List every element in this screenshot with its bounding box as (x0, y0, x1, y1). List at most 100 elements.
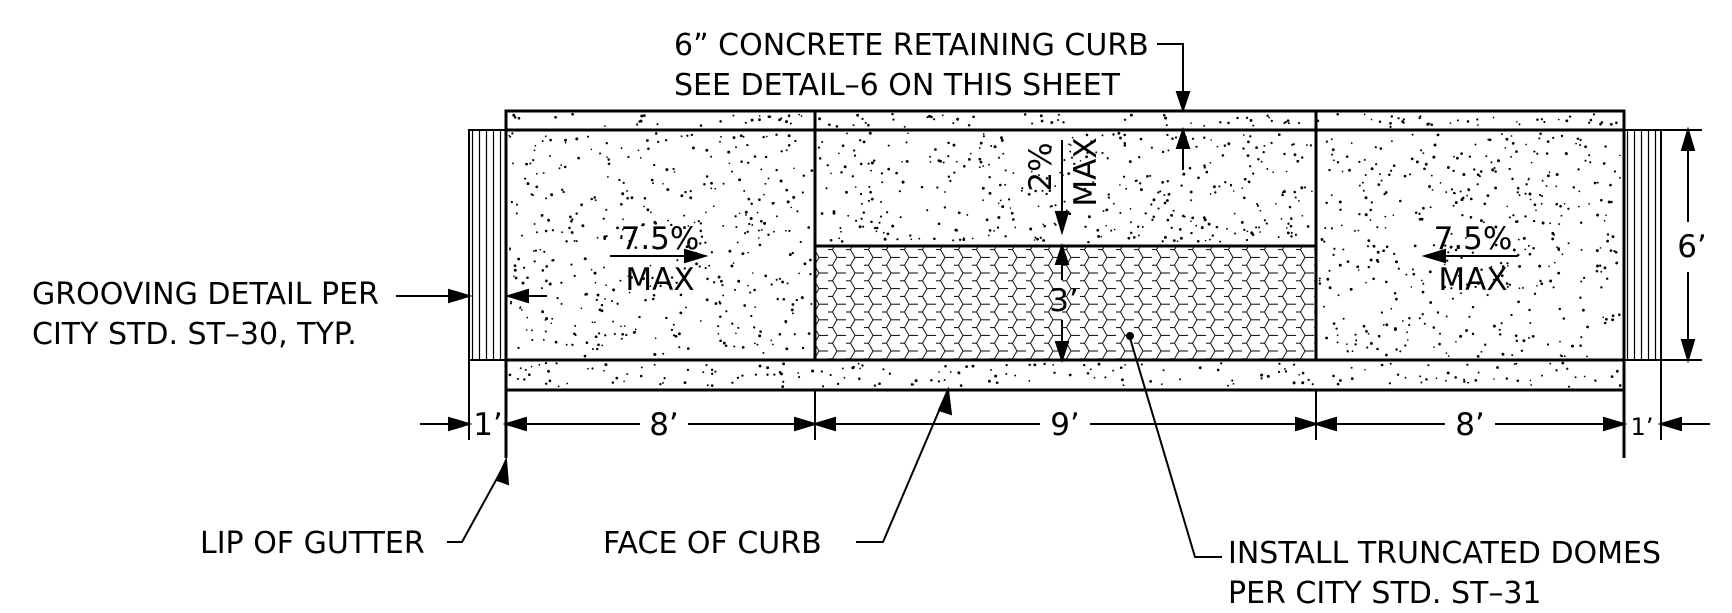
stipple-dot (690, 133, 694, 137)
stipple-dot (1249, 118, 1253, 122)
stipple-dot (1086, 372, 1090, 375)
stipple-dot (545, 317, 549, 320)
stipple-dot (686, 347, 690, 350)
stipple-dot (621, 192, 625, 196)
stipple-dot (1455, 340, 1457, 343)
stipple-dot (952, 143, 956, 147)
stipple-dot (1438, 342, 1441, 346)
stipple-dot (606, 156, 608, 158)
stipple-dot (1092, 181, 1095, 183)
stipple-dot (978, 157, 982, 161)
stipple-dot (573, 274, 576, 278)
stipple-dot (544, 330, 547, 333)
stipple-dot (699, 124, 703, 127)
stipple-dot (1402, 118, 1405, 121)
stipple-dot (1435, 377, 1438, 380)
stipple-dot (670, 328, 674, 332)
stipple-dot (810, 302, 813, 306)
stipple-dot (563, 165, 567, 169)
stipple-dot (1338, 379, 1342, 382)
stipple-dot (1461, 214, 1464, 217)
stipple-dot (741, 374, 744, 377)
stipple-dot (750, 314, 753, 318)
stipple-dot (840, 230, 842, 233)
stipple-dot (1535, 209, 1537, 212)
arrow-right-ramp-b (1603, 416, 1628, 432)
stipple-dot (705, 211, 707, 214)
stipple-dot (737, 326, 740, 329)
stipple-dot (680, 194, 684, 198)
stipple-dot (605, 284, 607, 286)
stipple-dot (1212, 185, 1216, 189)
stipple-dot (1355, 339, 1358, 342)
stipple-dot (821, 385, 825, 388)
stipple-dot (595, 298, 598, 302)
stipple-dot (898, 190, 901, 193)
stipple-dot (1552, 286, 1555, 289)
stipple-dot (1487, 138, 1490, 141)
stipple-dot (1443, 263, 1446, 266)
stipple-dot (662, 352, 665, 355)
stipple-dot (1157, 207, 1160, 210)
stipple-dot (1345, 155, 1349, 158)
stipple-dot (593, 196, 596, 199)
stipple-dot (1488, 138, 1492, 142)
stipple-dot (657, 140, 660, 144)
stipple-dot (1524, 248, 1527, 251)
stipple-dot (781, 385, 785, 389)
stipple-dot (1557, 118, 1560, 121)
stipple-dot (1208, 238, 1211, 241)
stipple-dot (811, 369, 815, 373)
stipple-dot (590, 197, 593, 201)
stipple-dot (1532, 219, 1536, 223)
stipple-dot (993, 229, 996, 232)
stipple-dot (1504, 147, 1507, 149)
stipple-dot (674, 334, 678, 338)
cross-slope-value: 2% (1023, 142, 1059, 191)
stipple-dot (1422, 152, 1425, 155)
stipple-dot (1587, 121, 1591, 124)
stipple-dot (1342, 317, 1345, 320)
dim-left-ramp-label: 8’ (649, 407, 679, 443)
stipple-dot (583, 257, 587, 261)
stipple-dot (1245, 116, 1249, 119)
stipple-dot (1408, 323, 1411, 327)
stipple-dot (840, 240, 844, 243)
slope-arrow-left-head (684, 248, 709, 264)
stipple-dot (1320, 238, 1324, 241)
stipple-dot (797, 372, 800, 374)
stipple-dot (1268, 116, 1270, 119)
stipple-dot (1054, 204, 1057, 207)
stipple-dot (872, 159, 876, 162)
stipple-dot (602, 266, 605, 269)
stipple-dot (1165, 199, 1169, 202)
stipple-dot (1000, 138, 1004, 142)
stipple-dot (971, 364, 975, 368)
stipple-dot (730, 170, 734, 173)
stipple-dot (870, 220, 873, 224)
stipple-dot (1549, 362, 1552, 365)
stipple-dot (1599, 247, 1602, 249)
stipple-dot (972, 115, 975, 119)
stipple-dot (773, 373, 776, 376)
stipple-dot (775, 168, 778, 172)
stipple-dot (1290, 231, 1293, 234)
stipple-dot (1014, 374, 1017, 377)
stipple-dot (780, 117, 783, 120)
stipple-dot (1382, 249, 1385, 253)
stipple-dot (689, 196, 693, 200)
stipple-dot (1180, 184, 1183, 187)
stipple-dot (996, 226, 1000, 229)
stipple-dot (1259, 231, 1261, 233)
stipple-dot (882, 368, 885, 371)
stipple-dot (642, 277, 645, 281)
stipple-dot (1500, 274, 1504, 278)
stipple-dot (618, 178, 621, 182)
stipple-dot (1399, 350, 1402, 353)
stipple-dot (1150, 146, 1153, 149)
stipple-dot (1067, 172, 1071, 175)
stipple-dot (577, 156, 580, 160)
stipple-dot (947, 175, 950, 178)
stipple-dot (1531, 335, 1535, 338)
stipple-dot (604, 125, 606, 127)
